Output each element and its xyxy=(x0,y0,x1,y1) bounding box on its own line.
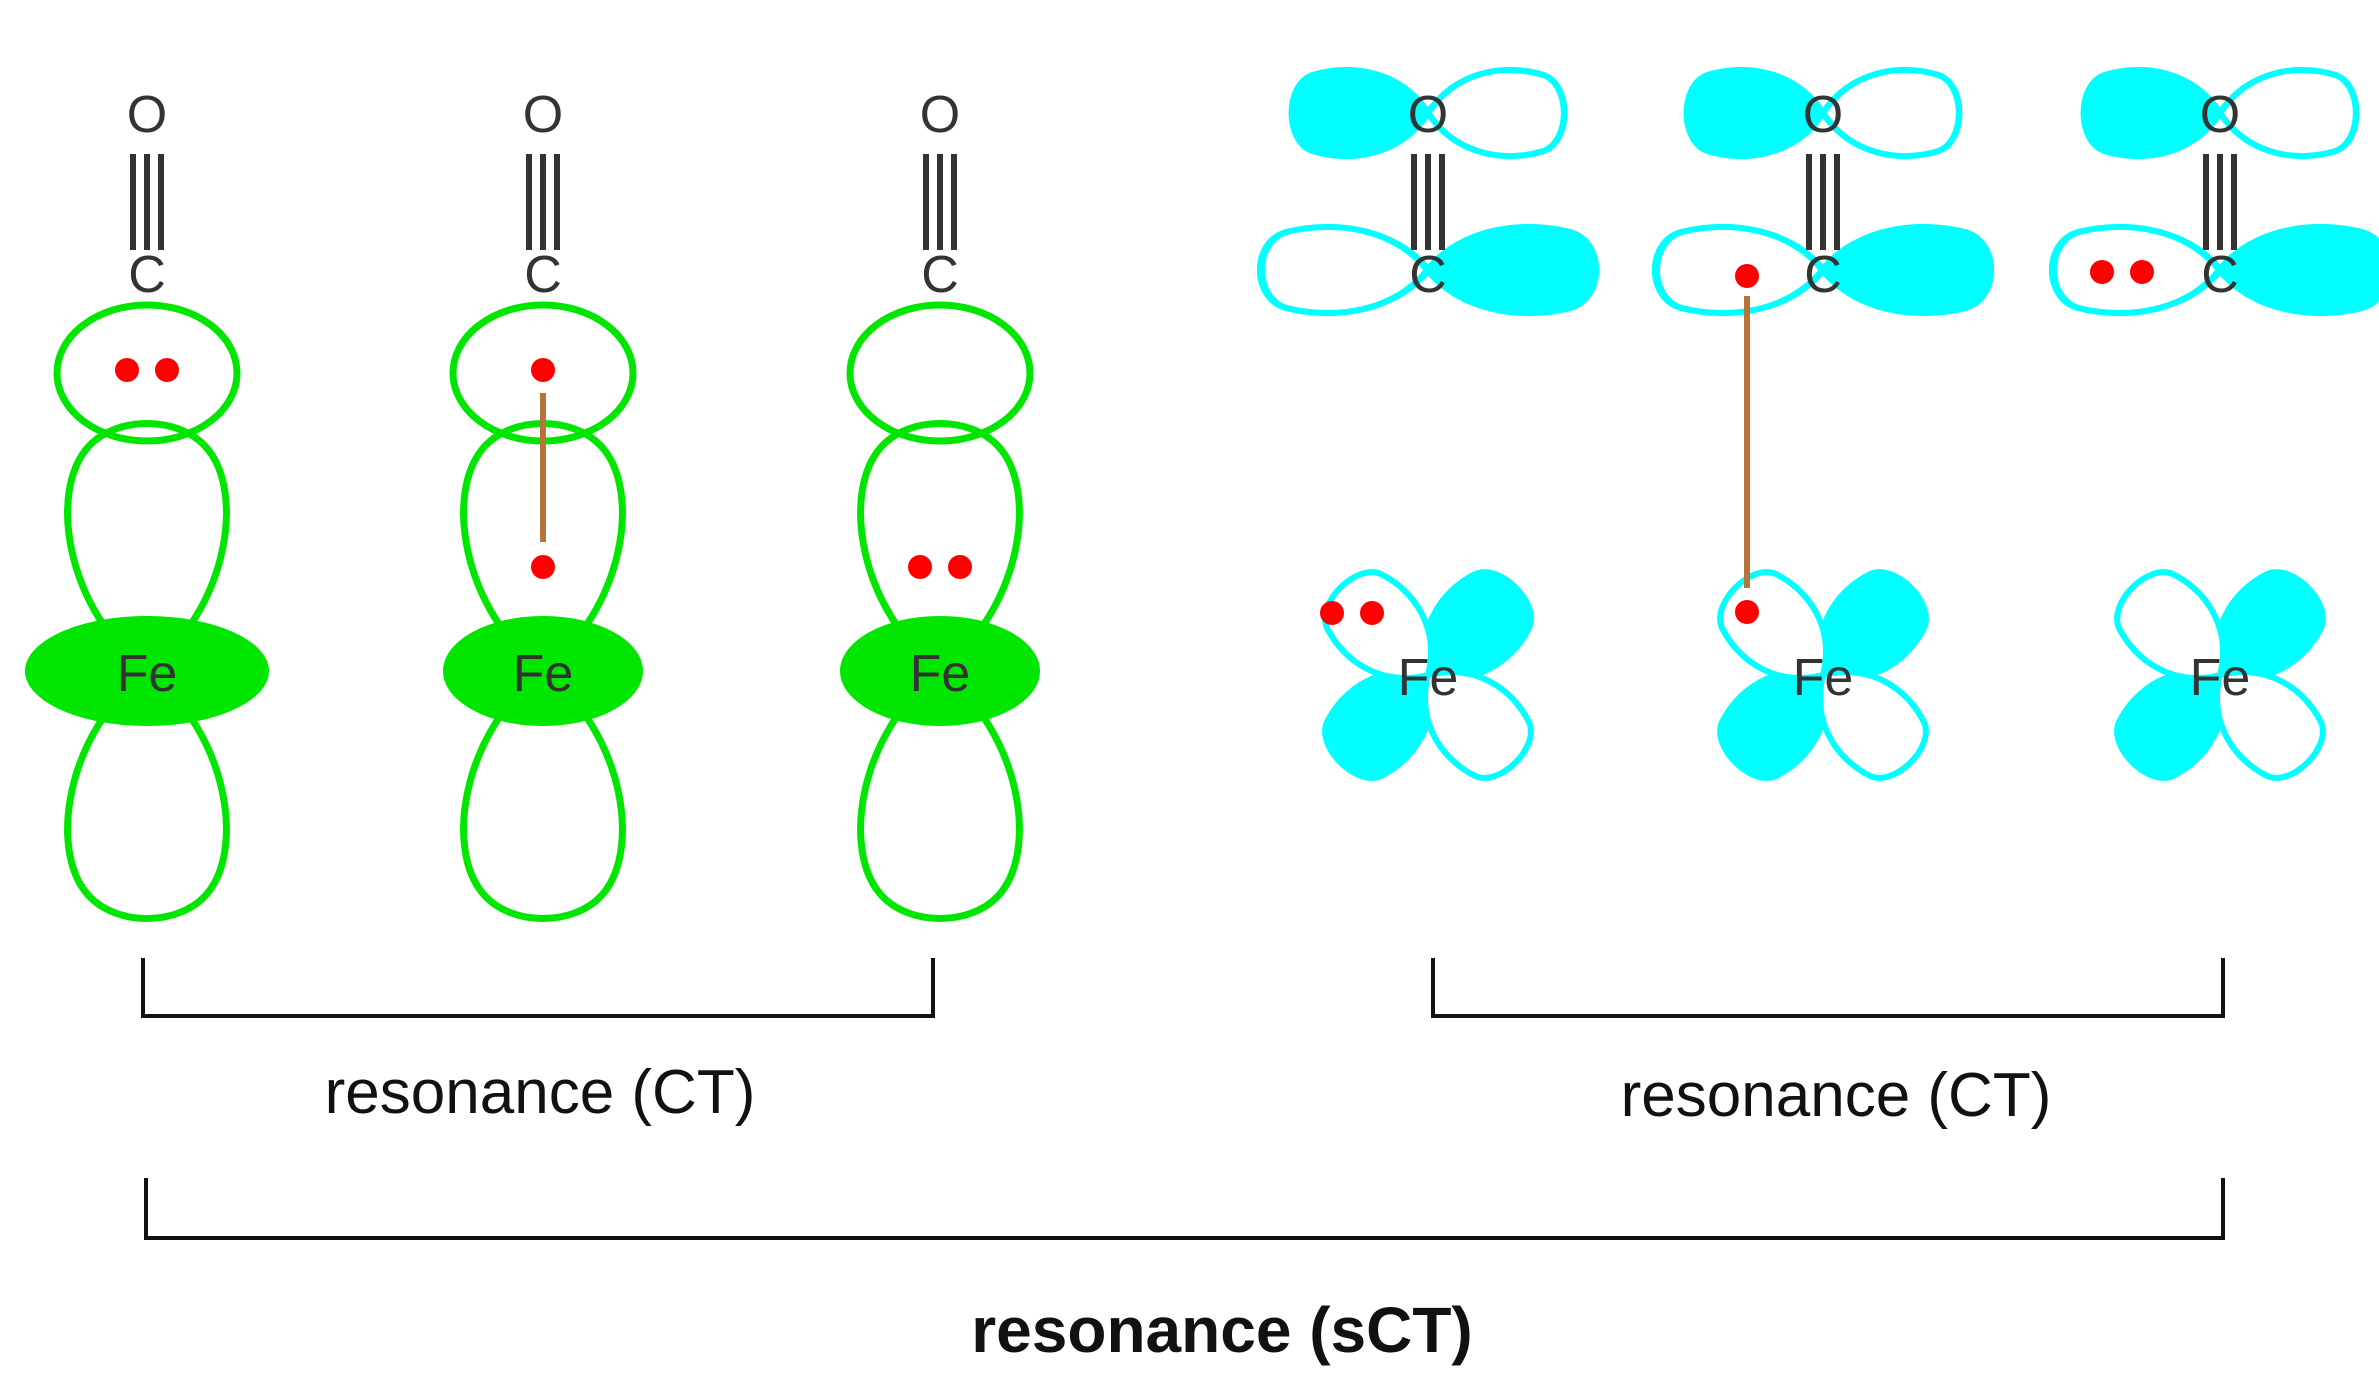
ligand-electron-1 xyxy=(2090,260,2114,284)
caption-right-resonance-ct: resonance (CT) xyxy=(1621,1061,2052,1130)
carbon-p-lobe-shaded xyxy=(1428,227,1595,313)
metal-electron-1 xyxy=(531,555,555,579)
oxygen-atom-1: O xyxy=(127,86,167,144)
oxygen-atom-5: O xyxy=(1803,86,1843,144)
oxygen-p-lobe-open xyxy=(2220,70,2356,156)
structure-5: O C Fe xyxy=(1656,70,1990,793)
bracket-outer-sct xyxy=(144,1178,2225,1240)
carbon-atom-2: C xyxy=(524,246,562,304)
iron-atom-5: Fe xyxy=(1793,649,1854,707)
carbon-atom-1: C xyxy=(128,246,166,304)
ligand-electron-1 xyxy=(1735,264,1759,288)
metal-electron-2 xyxy=(1360,601,1384,625)
caption-left-resonance-ct: resonance (CT) xyxy=(325,1058,756,1127)
oxygen-p-lobe-open xyxy=(1428,70,1564,156)
ligand-electron-1 xyxy=(531,358,555,382)
caption-resonance-sct: resonance (sCT) xyxy=(971,1294,1472,1366)
co-sigma-lone-pair-orbital xyxy=(53,301,241,445)
metal-electron-2 xyxy=(948,555,972,579)
metal-electron-1 xyxy=(1735,600,1759,624)
iron-atom-1: Fe xyxy=(117,645,178,703)
oxygen-p-lobe-open xyxy=(1823,70,1959,156)
iron-atom-6: Fe xyxy=(2190,649,2251,707)
oxygen-atom-6: O xyxy=(2200,86,2240,144)
metal-electron-1 xyxy=(908,555,932,579)
co-sigma-lone-pair-orbital xyxy=(846,301,1034,445)
iron-atom-2: Fe xyxy=(513,645,574,703)
structure-1: Fe O C xyxy=(25,86,269,919)
structure-3: Fe O C xyxy=(840,86,1040,919)
ligand-electron-2 xyxy=(155,358,179,382)
ligand-electron-2 xyxy=(2130,260,2154,284)
oxygen-atom-3: O xyxy=(920,86,960,144)
carbon-p-lobe-shaded xyxy=(2220,227,2379,313)
carbon-atom-5: C xyxy=(1804,246,1842,304)
metal-electron-1 xyxy=(1320,601,1344,625)
oxygen-atom-4: O xyxy=(1408,86,1448,144)
carbon-p-lobe-shaded xyxy=(1823,227,1990,313)
iron-atom-4: Fe xyxy=(1398,649,1459,707)
oxygen-atom-2: O xyxy=(523,86,563,144)
structure-6: O C Fe xyxy=(2053,70,2379,793)
carbon-atom-4: C xyxy=(1409,246,1447,304)
bracket-left-ct xyxy=(141,958,935,1018)
carbon-p-lobe-open xyxy=(1261,227,1428,313)
carbon-atom-6: C xyxy=(2201,246,2239,304)
structure-4: O C Fe xyxy=(1261,70,1595,793)
iron-atom-3: Fe xyxy=(910,645,971,703)
carbon-atom-3: C xyxy=(921,246,959,304)
structure-2: Fe O C xyxy=(443,86,643,919)
bracket-right-ct xyxy=(1431,958,2225,1018)
ligand-electron-1 xyxy=(115,358,139,382)
